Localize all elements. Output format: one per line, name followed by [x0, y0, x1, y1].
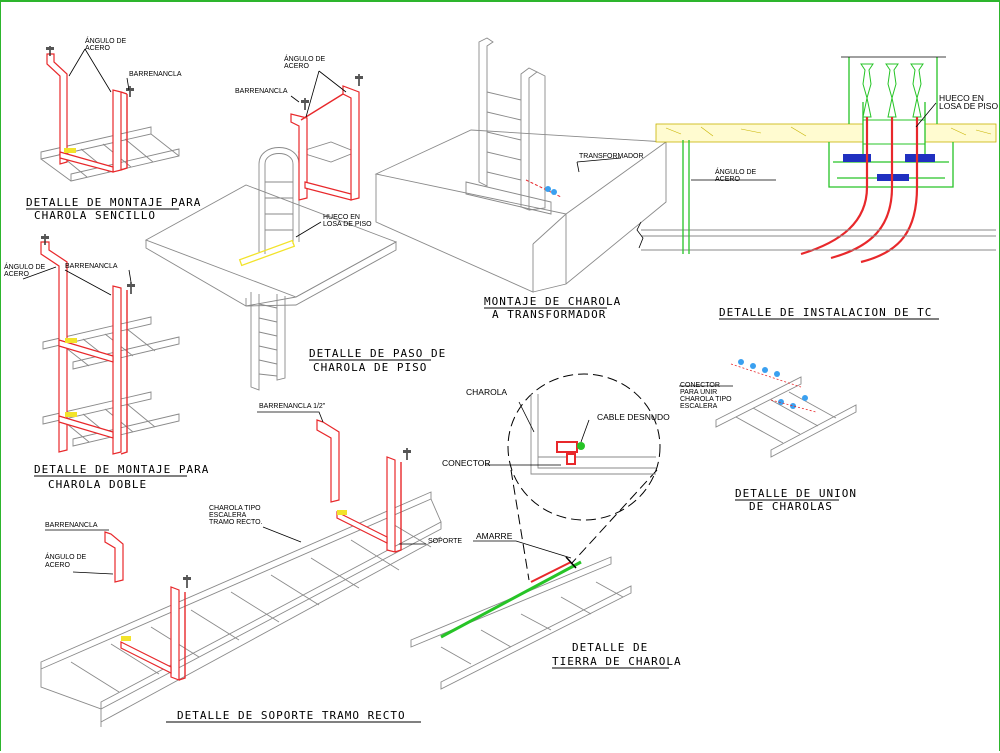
title-montaje-doble-1: DETALLE DE MONTAJE PARA	[34, 463, 209, 476]
label-conector-union-4: ESCALERA	[680, 403, 718, 410]
connector-icon	[525, 179, 562, 198]
detail-montaje-sencillo: ÁNGULO DE ACERO BARRENANCLA DETALLE DE M…	[26, 36, 201, 222]
title-tierra-1: DETALLE DE	[572, 641, 648, 654]
title-union-1: DETALLE DE UNION	[735, 487, 857, 500]
label-hueco-losa: HUECO EN	[323, 214, 360, 221]
label-amarre: AMARRE	[476, 531, 513, 541]
label-conector-union-1: CONECTOR	[680, 382, 720, 389]
label-barrenancla-half: BARRENANCLA 1/2"	[259, 403, 326, 410]
steel-angle-doble	[40, 241, 128, 455]
ground-cable	[440, 556, 582, 639]
title-montaje-doble-2: CHAROLA DOBLE	[48, 478, 147, 491]
label-angulo-acero-2: ACERO	[85, 45, 110, 52]
label-soporte: SOPORTE	[428, 538, 462, 545]
title-soporte-recto: DETALLE DE SOPORTE TRAMO RECTO	[177, 709, 406, 722]
union-connector-icon	[730, 359, 817, 413]
anchor-bolt-icon	[301, 74, 363, 110]
ladder-tray-sencillo	[40, 126, 180, 182]
anchor-bolt-icon	[183, 448, 411, 588]
detail-montaje-doble: ÁNGULO DE ACERO BARRENANCLA DETALLE DE M…	[4, 234, 209, 491]
ladder-tray-recto	[40, 491, 442, 727]
label-transformador: TRANSFORMADOR	[579, 153, 644, 160]
title-paso-piso-2: CHAROLA DE PISO	[313, 361, 427, 374]
title-paso-piso-1: DETALLE DE PASO DE	[309, 347, 446, 360]
title-union-2: DE CHAROLAS	[749, 500, 833, 513]
title-tierra-2: TIERRA DE CHAROLA	[552, 655, 682, 668]
detail-paso-piso: ÁNGULO DE ACERO BARRENANCLA HUECO EN LOS…	[144, 54, 446, 391]
steel-angle-paso	[290, 85, 360, 201]
anchor-bolt-icon	[41, 234, 135, 294]
label-cable-desnudo: CABLE DESNUDO	[597, 412, 670, 422]
title-montaje-sencillo-2: CHAROLA SENCILLO	[34, 209, 156, 222]
label-hueco-losa-2: LOSA DE PISO	[939, 101, 998, 111]
label-conector-union-3: CHAROLA TIPO	[680, 396, 732, 403]
label-barrenancla: BARRENANCLA	[129, 71, 182, 78]
concrete-slab	[655, 123, 997, 143]
label-charola-tipo-1: CHAROLA TIPO	[209, 505, 261, 512]
detail-transformador: TRANSFORMADOR MONTAJE DE CHAROLA A TRANS…	[374, 37, 668, 321]
label-angulo-acero: ÁNGULO DE	[45, 552, 87, 561]
label-angulo-acero: ÁNGULO DE	[4, 262, 46, 271]
label-charola-tipo-2: ESCALERA	[209, 512, 247, 519]
highlight-mark	[64, 148, 76, 153]
title-transformador-1: MONTAJE DE CHAROLA	[484, 295, 621, 308]
ladder-tray-vertical	[250, 141, 358, 391]
label-angulo-acero: ÁNGULO DE	[85, 36, 127, 45]
label-angulo-acero-2: ACERO	[284, 63, 309, 70]
label-hueco-losa: HUECO EN	[939, 93, 984, 103]
detail-soporte-recto: BARRENANCLA 1/2" CHAROLA TIPO ESCALERA T…	[40, 403, 462, 727]
detail-callout-circle	[507, 373, 661, 521]
label-charola-tipo-3: TRAMO RECTO.	[209, 519, 263, 526]
ladder-tray-tierra	[410, 556, 632, 690]
title-transformador-2: A TRANSFORMADOR	[492, 308, 606, 321]
label-conector: CONECTOR	[442, 458, 491, 468]
label-barrenancla: BARRENANCLA	[235, 88, 288, 95]
steel-angle-tc	[682, 140, 690, 254]
detail-tierra-charola: CHAROLA CABLE DESNUDO CONECTOR AMARRE DE…	[410, 373, 682, 690]
tc-clamp-icon	[843, 154, 935, 181]
detail-union-charolas: CONECTOR PARA UNIR CHAROLA TIPO ESCALERA…	[679, 359, 857, 513]
detail-instalacion-tc: ÁNGULO DE ACERO HUECO EN LOSA DE PISO DE…	[636, 56, 998, 320]
label-hueco-losa-2: LOSA DE PISO	[323, 221, 372, 228]
steel-angle-sencillo	[46, 53, 128, 173]
anchor-bolt-icon	[46, 46, 134, 97]
label-charola: CHAROLA	[466, 387, 507, 397]
label-barrenancla: BARRENANCLA	[65, 263, 118, 270]
label-angulo-acero: ÁNGULO DE	[715, 167, 757, 176]
title-montaje-sencillo-1: DETALLE DE MONTAJE PARA	[26, 196, 201, 209]
label-conector-union-2: PARA UNIR	[680, 389, 717, 396]
ladder-tray-union	[715, 376, 857, 458]
label-angulo-acero-2: ACERO	[4, 271, 29, 278]
label-angulo-acero: ÁNGULO DE	[284, 54, 326, 63]
label-barrenancla: BARRENANCLA	[45, 522, 98, 529]
zoom-tray-section	[530, 394, 656, 475]
floor-slab	[144, 184, 398, 307]
ladder-tray-vertical-trafo	[465, 37, 552, 215]
steel-angle-recto	[104, 419, 402, 681]
horizontal-tray-tc	[636, 221, 996, 251]
title-instalacion-tc: DETALLE DE INSTALACION DE TC	[719, 306, 932, 319]
label-angulo-acero-2: ACERO	[715, 176, 740, 183]
ground-connector-icon	[556, 441, 585, 465]
label-angulo-acero-2: ACERO	[45, 562, 70, 569]
